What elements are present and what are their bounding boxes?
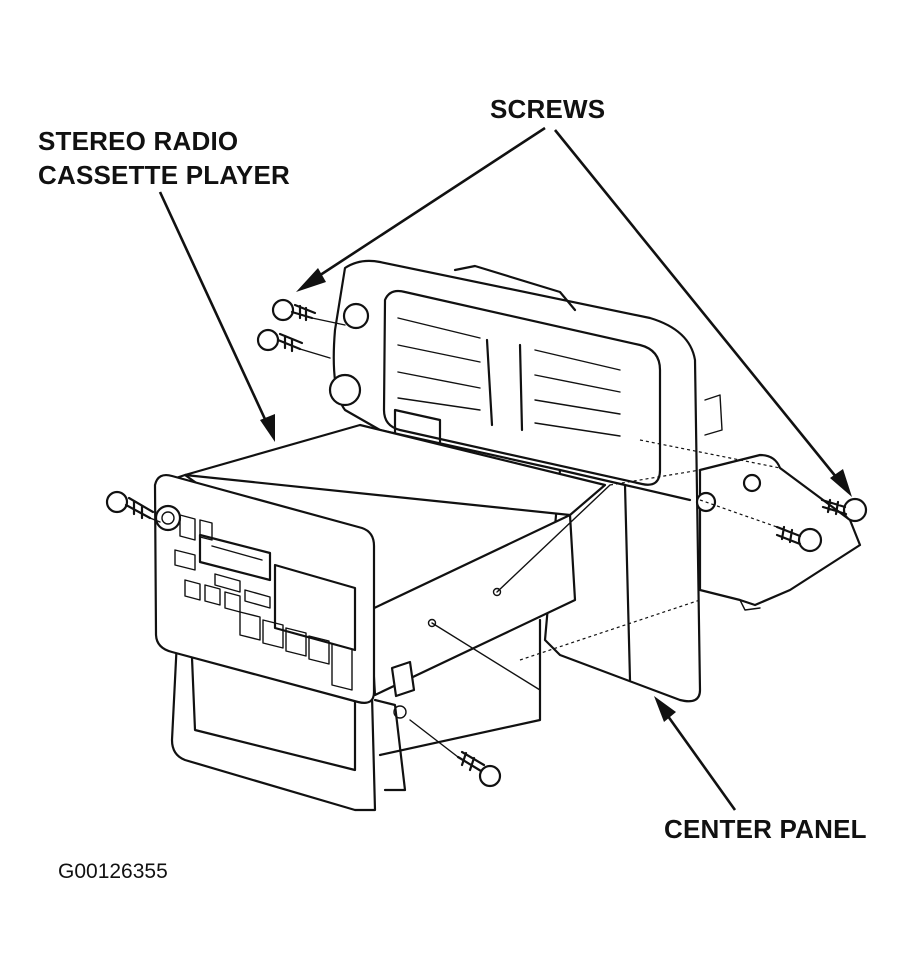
radio-leader-arrow: [158, 191, 275, 442]
radio-label-line1: STEREO RADIO: [38, 126, 239, 156]
screw-bottom-radio: [456, 750, 502, 788]
screw-right-lower: [775, 525, 823, 553]
figure-code: G00126355: [58, 860, 168, 883]
alignment-lines: [149, 317, 781, 758]
screw-top-left-2: [256, 328, 304, 353]
center-panel-label: CENTER PANEL: [664, 814, 867, 844]
screws-leader-arrows: [296, 126, 852, 497]
screw-right-upper: [820, 497, 868, 523]
center-panel: [328, 259, 862, 703]
radio-label-line2: CASSETTE PLAYER: [38, 160, 290, 190]
screw-left-radio: [105, 490, 155, 520]
screw-top-left-1: [271, 298, 317, 322]
center-panel-leader-arrow: [654, 696, 737, 811]
stereo-radio-cassette-player: [153, 423, 607, 719]
screws-label: SCREWS: [490, 94, 606, 124]
